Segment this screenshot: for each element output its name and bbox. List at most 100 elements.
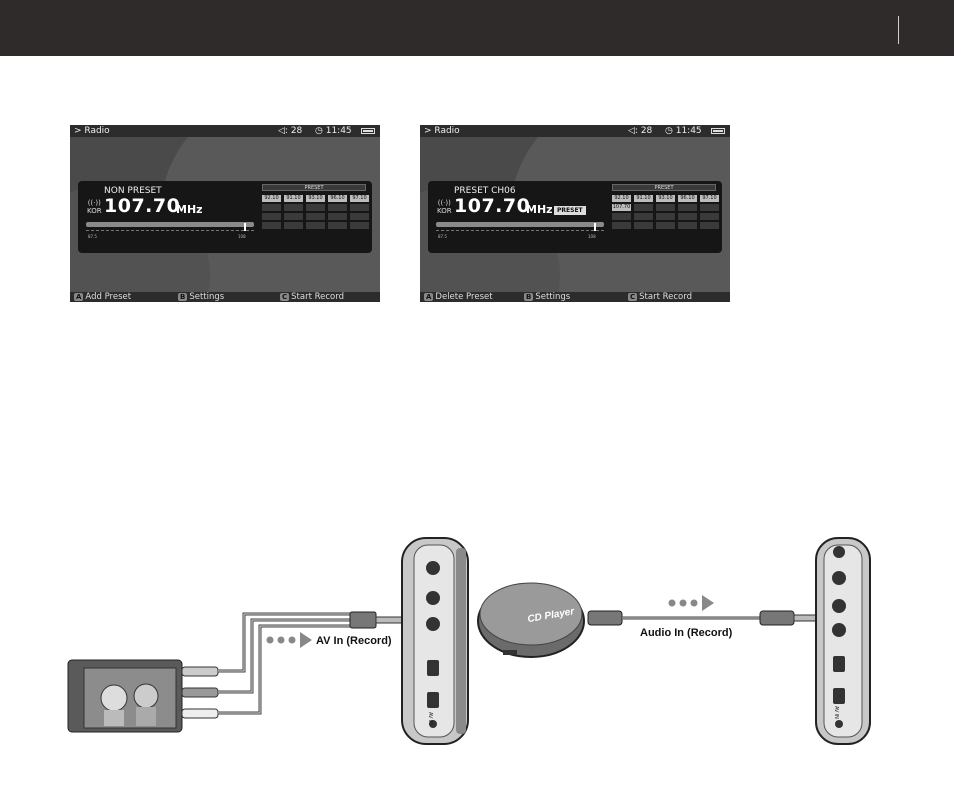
clock: ◷ 11:45 <box>315 126 352 136</box>
audio-direction-arrow <box>668 595 714 611</box>
battery-icon <box>361 128 375 134</box>
antenna-icon: ((·))KOR <box>87 199 102 215</box>
preset-slot[interactable] <box>656 222 675 229</box>
preset-slot[interactable] <box>350 222 369 229</box>
frequency-unit: MHz <box>526 203 553 216</box>
radio-screen-preset: > Radio ◁: 28 ◷ 11:45 PRESET CH06 ((·))K… <box>420 125 730 302</box>
range-max: 108 <box>238 234 246 239</box>
preset-header: PRESET <box>612 184 716 191</box>
player-device-left <box>401 537 469 745</box>
page-header-bar <box>0 0 954 56</box>
tuner-panel: NON PRESET ((·))KOR 107.70 MHz 87.5 108 … <box>78 181 372 253</box>
preset-slot[interactable] <box>656 213 675 220</box>
preset-slot[interactable] <box>284 213 303 220</box>
cd-player-icon <box>477 582 585 658</box>
preset-slot[interactable] <box>700 204 719 211</box>
tuning-slider[interactable] <box>436 222 604 227</box>
tuning-slider-knob[interactable] <box>243 223 246 231</box>
preset-slot[interactable] <box>328 213 347 220</box>
preset-slot[interactable] <box>306 204 325 211</box>
preset-slot[interactable]: 96.10 <box>328 195 347 202</box>
frequency: 107.70 <box>454 195 531 217</box>
screen-title: > Radio <box>424 126 460 136</box>
preset-slot[interactable]: 92.10 <box>612 195 631 202</box>
preset-slot[interactable] <box>634 213 653 220</box>
preset-slot[interactable] <box>306 213 325 220</box>
preset-slot[interactable] <box>284 222 303 229</box>
region-label: KOR <box>87 207 102 215</box>
tuner-panel: PRESET CH06 ((·))KOR 107.70 MHz PRESET 8… <box>428 181 722 253</box>
preset-slot[interactable] <box>656 204 675 211</box>
av-direction-arrow <box>266 632 312 648</box>
range-max: 108 <box>588 234 596 239</box>
preset-slot[interactable] <box>700 222 719 229</box>
frequency: 107.70 <box>104 195 181 217</box>
preset-slot[interactable]: 93.10 <box>306 195 325 202</box>
preset-slot[interactable] <box>678 213 697 220</box>
preset-slot[interactable] <box>350 213 369 220</box>
volume-indicator: ◁: 28 <box>278 126 303 136</box>
preset-slot[interactable] <box>328 222 347 229</box>
status-bar: > Radio ◁: 28 ◷ 11:45 <box>420 125 730 137</box>
preset-slot[interactable] <box>262 213 281 220</box>
preset-slot[interactable]: 91.10 <box>634 195 653 202</box>
audio-plug-right <box>759 610 795 626</box>
preset-slot[interactable]: 91.10 <box>284 195 303 202</box>
preset-slot[interactable] <box>306 222 325 229</box>
preset-badge: PRESET <box>554 206 586 215</box>
preset-slot[interactable] <box>678 204 697 211</box>
preset-slot[interactable] <box>612 222 631 229</box>
av-port-label-right: AV IN <box>833 706 839 719</box>
av-in-label: AV In (Record) <box>316 635 392 647</box>
preset-slot[interactable] <box>328 204 347 211</box>
preset-slot[interactable] <box>350 204 369 211</box>
preset-slot[interactable]: 93.10 <box>656 195 675 202</box>
antenna-icon: ((·))KOR <box>437 199 452 215</box>
av-cables <box>218 612 350 715</box>
audio-plug-left <box>587 610 623 626</box>
preset-slot[interactable] <box>262 222 281 229</box>
player-device-right <box>815 537 871 745</box>
av-jack-plug <box>349 611 377 629</box>
tuning-slider-knob[interactable] <box>593 223 596 231</box>
preset-header: PRESET <box>262 184 366 191</box>
preset-slot[interactable] <box>634 204 653 211</box>
preset-slot[interactable] <box>700 213 719 220</box>
preset-slot[interactable]: 97.10 <box>350 195 369 202</box>
range-min: 87.5 <box>438 234 447 239</box>
preset-slot[interactable] <box>284 204 303 211</box>
preset-slot[interactable]: 107.70 <box>612 204 631 211</box>
header-divider <box>898 16 899 44</box>
status-bar: > Radio ◁: 28 ◷ 11:45 <box>70 125 380 137</box>
battery-icon <box>711 128 725 134</box>
preset-slot[interactable] <box>678 222 697 229</box>
preset-slot[interactable] <box>634 222 653 229</box>
frequency-unit: MHz <box>176 203 203 216</box>
av-port-label: AV IN <box>427 712 433 725</box>
preset-slot[interactable]: 97.10 <box>700 195 719 202</box>
region-label: KOR <box>437 207 452 215</box>
station-name: PRESET CH06 <box>454 186 516 196</box>
preset-slot[interactable]: 92.10 <box>262 195 281 202</box>
rca-plugs <box>181 666 219 719</box>
range-min: 87.5 <box>88 234 97 239</box>
volume-indicator: ◁: 28 <box>628 126 653 136</box>
preset-slot[interactable]: 96.10 <box>678 195 697 202</box>
tuning-slider[interactable] <box>86 222 254 227</box>
preset-slot[interactable] <box>262 204 281 211</box>
preset-slot[interactable] <box>612 213 631 220</box>
tv-icon <box>67 659 183 733</box>
clock: ◷ 11:45 <box>665 126 702 136</box>
station-name: NON PRESET <box>104 186 162 196</box>
